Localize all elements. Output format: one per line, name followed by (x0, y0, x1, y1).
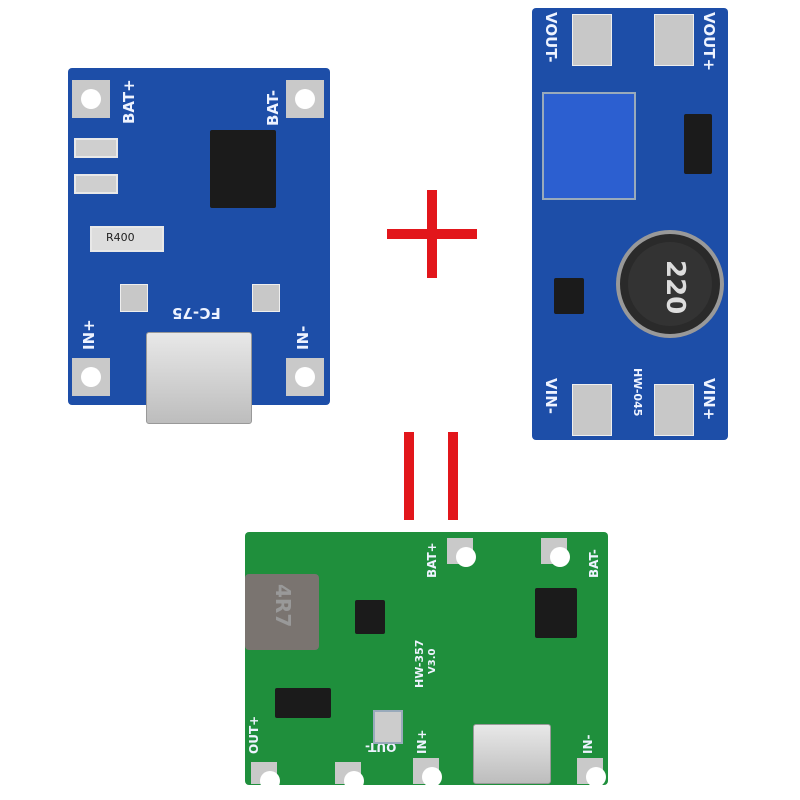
out-hole (251, 762, 280, 791)
diode (275, 688, 331, 718)
vin-plus-pad (654, 384, 694, 436)
combined-board: 4R7 BAT+ BAT- HW-357 V3.0 IN+ IN- OUT+ O… (245, 532, 608, 791)
label-bat-minus: BAT- (264, 89, 282, 126)
resistor: R400 (90, 226, 164, 252)
bat-minus-hole (541, 538, 570, 567)
label-in-plus: IN+ (80, 319, 98, 350)
label-bat-plus: BAT+ (425, 542, 439, 578)
trim-potentiometer[interactable] (542, 92, 636, 200)
boost-board: VOUT- VOUT+ VIN- VIN+ HW-045 220 (532, 8, 728, 440)
inductor-label: 220 (660, 260, 690, 315)
label-bat-plus: BAT+ (120, 79, 138, 124)
label-model: HW-045 (631, 368, 644, 417)
label-vin-minus: VIN- (542, 378, 560, 414)
inductor: 4R7 (245, 574, 319, 650)
pad (252, 284, 280, 312)
boost-ic (554, 278, 584, 314)
led (74, 138, 118, 158)
plus-sign (427, 190, 437, 278)
out-hole (335, 762, 364, 791)
vout-minus-pad (572, 14, 612, 66)
label-in-plus: IN+ (415, 729, 429, 754)
charger-board: BAT+ BAT- IN+ IN- FC-75 R400 (68, 68, 330, 424)
label-model: HW-357 (413, 639, 426, 688)
micro-usb-port[interactable] (146, 332, 252, 424)
vin-minus-pad (572, 384, 612, 436)
vout-plus-pad (654, 14, 694, 66)
trim-potentiometer[interactable] (373, 710, 403, 744)
inductor-label: 4R7 (271, 584, 295, 628)
equals-sign (404, 432, 414, 520)
label-version: V3.0 (427, 648, 438, 674)
label-vin-plus: VIN+ (700, 378, 718, 421)
micro-usb-port[interactable] (473, 724, 551, 784)
in-plus-hole (413, 758, 442, 787)
pad (120, 284, 148, 312)
label-vout-minus: VOUT- (542, 12, 560, 63)
mount-hole (72, 358, 110, 396)
label-model: FC-75 (172, 304, 221, 322)
label-in-minus: IN- (581, 734, 595, 755)
equals-sign (448, 432, 458, 520)
charger-ic (210, 130, 276, 208)
inductor: 220 (620, 234, 720, 334)
label-bat-minus: BAT- (587, 549, 601, 578)
bat-plus-hole (447, 538, 476, 567)
mount-hole (72, 80, 110, 118)
boost-ic (355, 600, 385, 634)
mount-hole (286, 80, 324, 118)
diode (684, 114, 712, 174)
label-in-minus: IN- (294, 325, 312, 350)
in-minus-hole (577, 758, 606, 787)
label-out-plus: OUT+ (247, 715, 261, 754)
led (74, 174, 118, 194)
label-vout-plus: VOUT+ (700, 12, 718, 72)
resistor-label: R400 (106, 231, 135, 244)
charger-ic (535, 588, 577, 638)
mount-hole (286, 358, 324, 396)
